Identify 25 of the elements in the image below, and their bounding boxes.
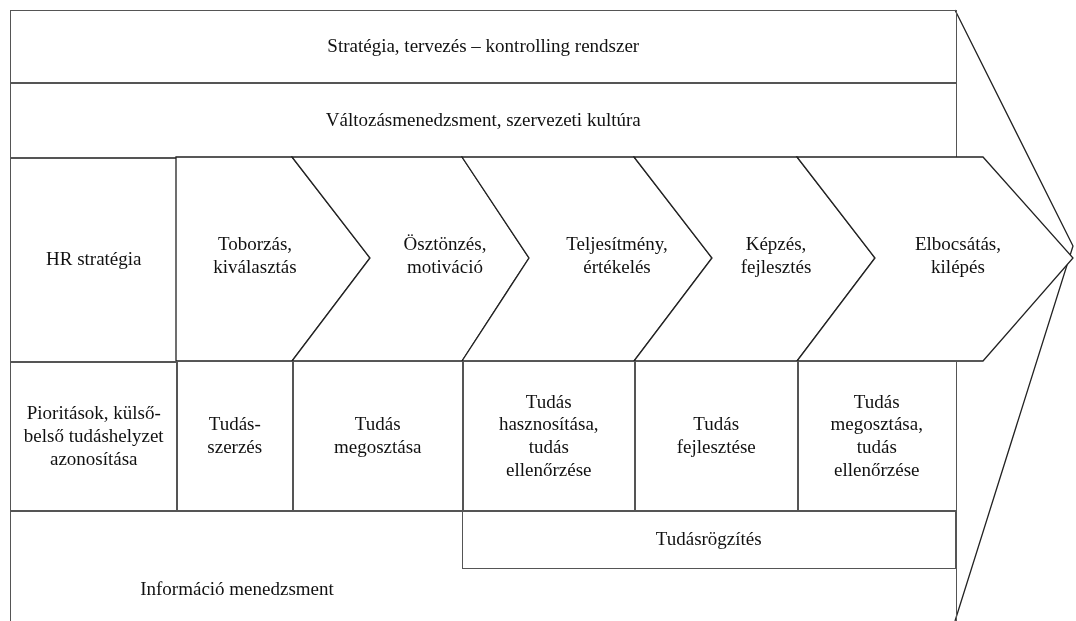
cell-text: Pioritások, külső-belső tudáshelyzet azonosítása — [22, 402, 165, 471]
cell-text: Változásmenedzsment, szervezeti kultúra — [324, 108, 642, 132]
table-cell — [176, 361, 294, 512]
table-cell — [462, 361, 636, 512]
step-text: Toborzás, kiválasztás — [212, 233, 298, 279]
step-text: Teljesítmény, értékelés — [565, 233, 669, 279]
step-text: Ösztönzés, motiváció — [402, 233, 488, 279]
cell-text: Tudás fejlesztése — [675, 413, 757, 460]
table-cell — [634, 361, 799, 512]
cell-text: Tudás megosztása — [332, 413, 423, 460]
step-text: Elbocsátás, kilépés — [914, 233, 1002, 279]
table-cell — [292, 361, 464, 512]
table-cell — [797, 361, 957, 512]
band-box — [461, 509, 956, 569]
cell-text: Tudás-szerzés — [206, 413, 264, 460]
band-box — [10, 510, 957, 621]
step-text: Képzés, fejlesztés — [739, 233, 813, 279]
band-box — [10, 10, 957, 84]
cell-text: Stratégia, tervezés – kontrolling rendszer — [326, 35, 641, 59]
cell-text: Tudás hasznosítása, tudás ellenőrzése — [497, 390, 600, 482]
cell-text: HR stratégia — [45, 248, 143, 272]
band-text: Információ menedzsment — [139, 578, 335, 601]
cell-text: Tudásrögzítés — [654, 527, 763, 551]
cell-text: Tudás megosztása, tudás ellenőrzése — [829, 390, 924, 482]
table-cell — [10, 361, 178, 512]
